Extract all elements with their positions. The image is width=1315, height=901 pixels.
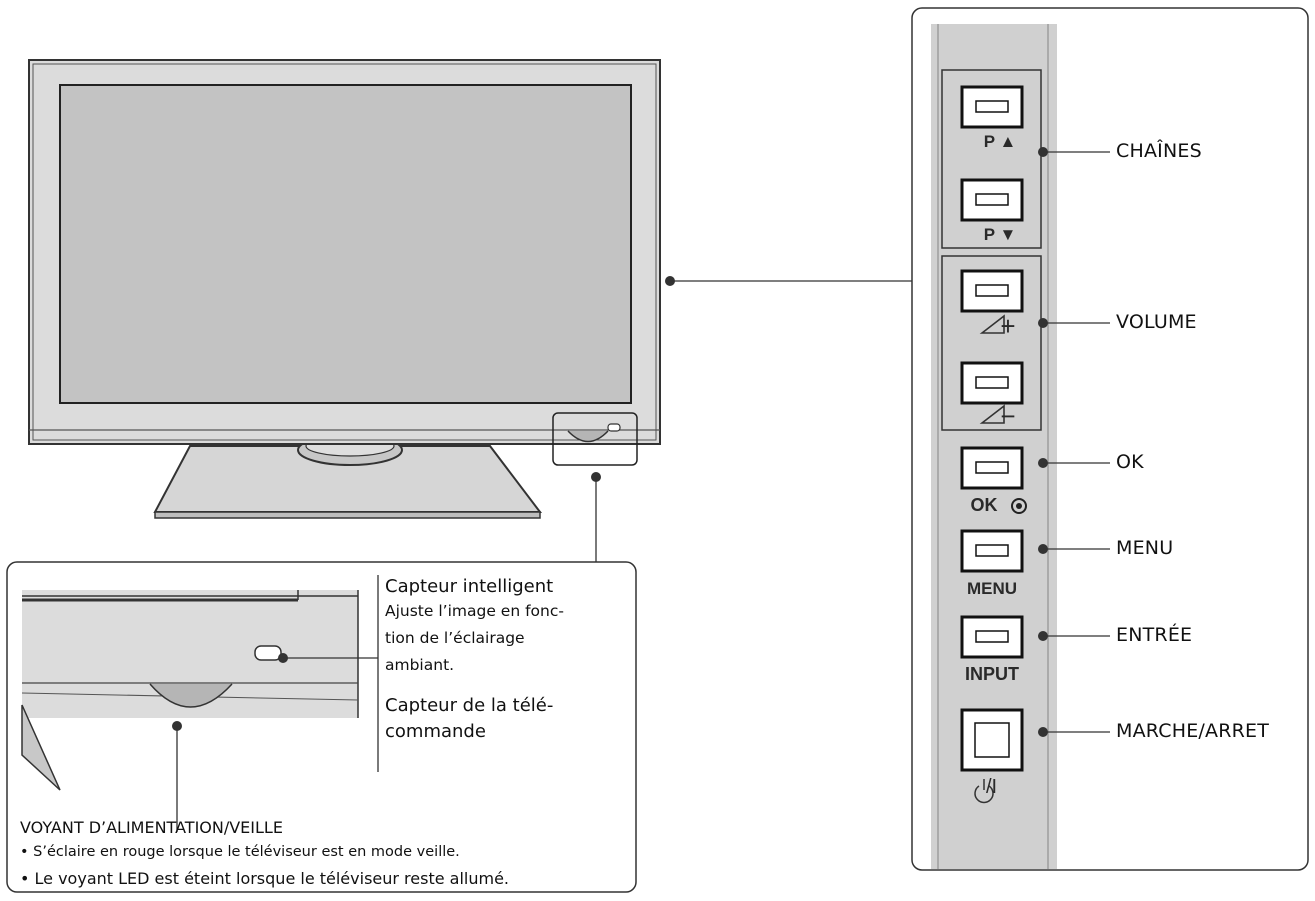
- power-led-bullet-1: • S’éclaire en rouge lorsque le télévise…: [20, 844, 460, 860]
- button-power[interactable]: [960, 708, 1024, 772]
- caption-menu: MENU: [966, 579, 1018, 598]
- sensor-title: Capteur intelligent: [385, 576, 554, 597]
- side-controls-panel: [911, 7, 1309, 871]
- button-input[interactable]: [960, 615, 1024, 659]
- caption-p-up: P ▲: [983, 132, 1017, 151]
- button-menu[interactable]: [960, 529, 1024, 573]
- caption-input: INPUT: [965, 664, 1019, 684]
- caption-volume-down: −: [1000, 401, 1016, 431]
- caption-volume-up: +: [1000, 311, 1016, 341]
- caption-ok: OK: [970, 495, 998, 515]
- sensor-desc-line-2: tion de l’éclairage: [385, 629, 525, 647]
- label-volume: VOLUME: [1116, 311, 1197, 333]
- tv-screen: [59, 84, 632, 404]
- volume-button-group: [941, 255, 1042, 431]
- tv-sensor-dome: [567, 430, 609, 443]
- button-ok[interactable]: [960, 446, 1024, 490]
- volume-up-icon: [979, 314, 1005, 334]
- sensor-desc-line-1: Ajuste l’image en fonc-: [385, 602, 564, 620]
- power-icon: [974, 779, 994, 804]
- label-channels: CHAÎNES: [1116, 140, 1202, 162]
- remote-sensor-line-2: commande: [385, 721, 486, 742]
- power-led-bullet-2: • Le voyant LED est éteint lorsque le té…: [20, 869, 510, 888]
- caption-p-down: P ▼: [983, 225, 1017, 244]
- tv-illustration: [28, 59, 912, 562]
- label-power: MARCHE/ARRET: [1116, 720, 1270, 742]
- volume-down-icon: [979, 404, 1005, 424]
- ok-target-icon: [1011, 498, 1027, 514]
- button-p-up[interactable]: [960, 85, 1024, 129]
- sensor-highlight-box: [552, 412, 638, 466]
- sensor-desc-line-3: ambiant.: [385, 656, 455, 674]
- caption-power: /Ӏ: [986, 776, 998, 798]
- tv-led-window: [607, 423, 621, 432]
- inset-sensor-dome: [149, 683, 233, 708]
- channel-button-group: [941, 69, 1042, 249]
- button-p-down[interactable]: [960, 178, 1024, 222]
- power-led-title: VOYANT D’ALIMENTATION/VEILLE: [20, 818, 283, 837]
- label-ok: OK: [1116, 451, 1144, 473]
- inset-led-window: [254, 645, 282, 661]
- sensor-detail-inset: [6, 561, 637, 893]
- label-input: ENTRÉE: [1116, 624, 1193, 646]
- button-volume-down[interactable]: [960, 361, 1024, 405]
- button-volume-up[interactable]: [960, 269, 1024, 313]
- remote-sensor-line-1: Capteur de la télé-: [385, 695, 554, 716]
- label-menu: MENU: [1116, 537, 1174, 559]
